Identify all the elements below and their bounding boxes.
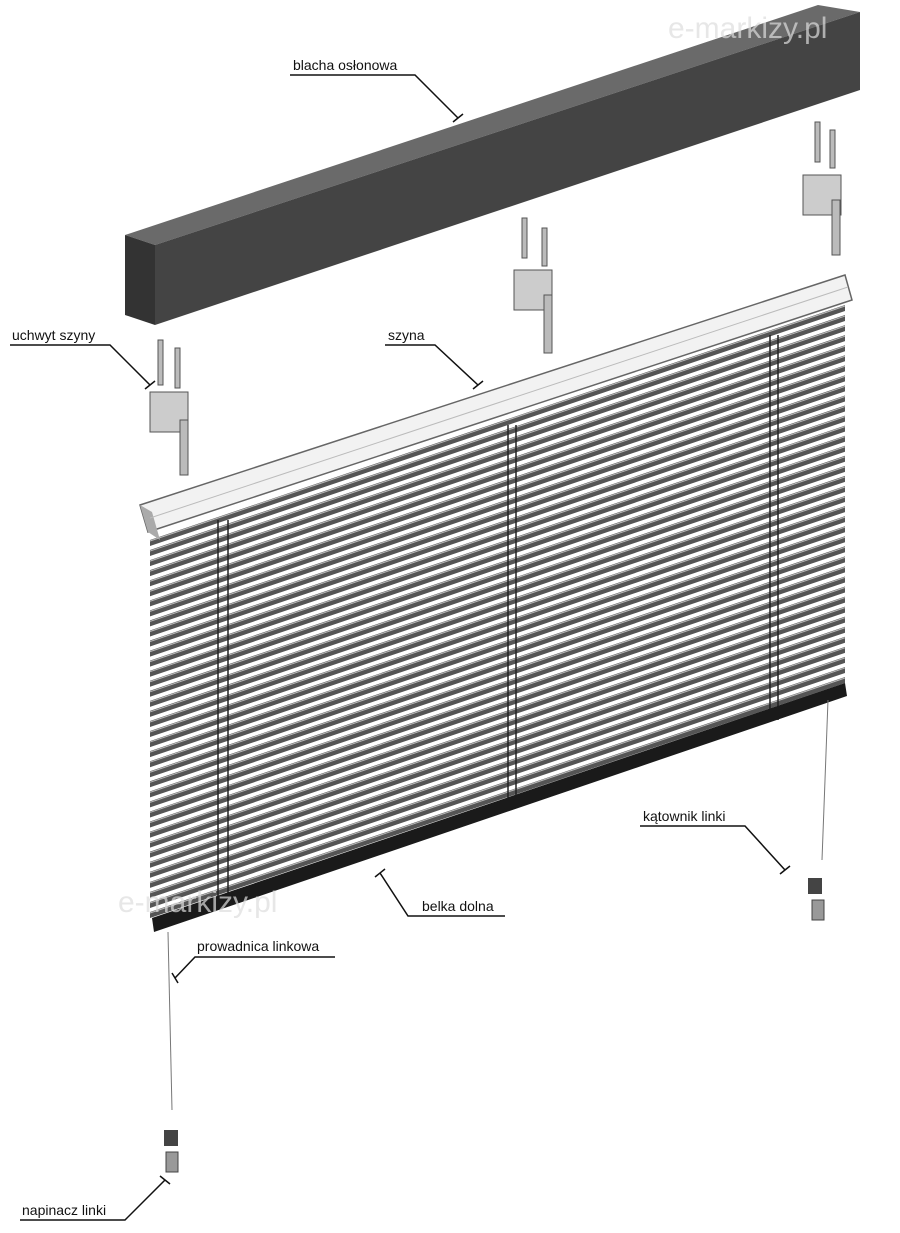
label-cord-tensioner: napinacz linki [22,1202,106,1218]
head-rail [139,274,853,540]
slat-highlight [149,355,846,592]
slat-highlight [149,587,846,823]
label-cover: blacha osłonowa [293,57,398,73]
slat-highlight [149,385,846,622]
slat-highlight [149,476,846,713]
label-rail-bracket: uchwyt szyny [12,327,95,343]
slat-highlight [149,516,846,753]
guide-cord-left [167,931,173,1111]
watermark-top: e-markizy.pl [668,12,827,45]
slats [149,305,846,918]
slat-highlight [149,375,846,612]
cord-angle-right [808,878,825,921]
slat-highlight [149,597,846,834]
slat-highlight [149,637,846,874]
slat-highlight [149,647,846,884]
slat-highlight [149,506,846,743]
slat-highlight [149,566,846,803]
slat-highlight [149,466,846,703]
slat-highlight [149,325,846,562]
rail-bracket-right [802,121,842,256]
slat-highlight [149,446,846,683]
slat-highlight [149,396,846,632]
slat-highlight [149,546,846,783]
slat-highlight [149,556,846,793]
guide-cord-right [821,699,829,861]
slat-highlight [149,496,846,733]
slat-highlight [149,335,846,572]
label-rail: szyna [388,327,425,343]
slat-highlight [149,526,846,763]
slat-highlight [149,657,846,894]
slat-highlight [149,607,846,844]
cover-box [125,5,860,325]
leader-lines [10,74,791,1221]
label-cord-angle: kątownik linki [643,808,725,824]
slat-highlight [149,667,846,904]
rail-bracket-left [149,339,189,476]
bottom-bar [152,683,847,932]
ladder-cords [217,335,779,905]
label-bottom-bar: belka dolna [422,898,494,914]
slat-highlight [149,305,846,542]
slat-highlight [149,627,846,864]
rail-bracket-middle [513,217,553,354]
slat-highlight [149,677,846,914]
watermark-bottom: e-markizy.pl [118,886,277,919]
slat-highlight [149,345,846,582]
slat-highlight [149,315,846,552]
slat-highlight [149,426,846,663]
slat-highlight [149,365,846,602]
slat-highlight [149,456,846,693]
label-cord-guide: prowadnica linkowa [197,938,319,954]
slat-highlight [149,617,846,854]
slat-highlight [149,406,846,643]
slat-highlight [149,576,846,813]
slat-highlight [149,486,846,723]
slat-highlight [149,436,846,673]
slat-highlight [149,416,846,653]
cord-tensioner-left [164,1130,179,1173]
slat-highlight [149,536,846,773]
